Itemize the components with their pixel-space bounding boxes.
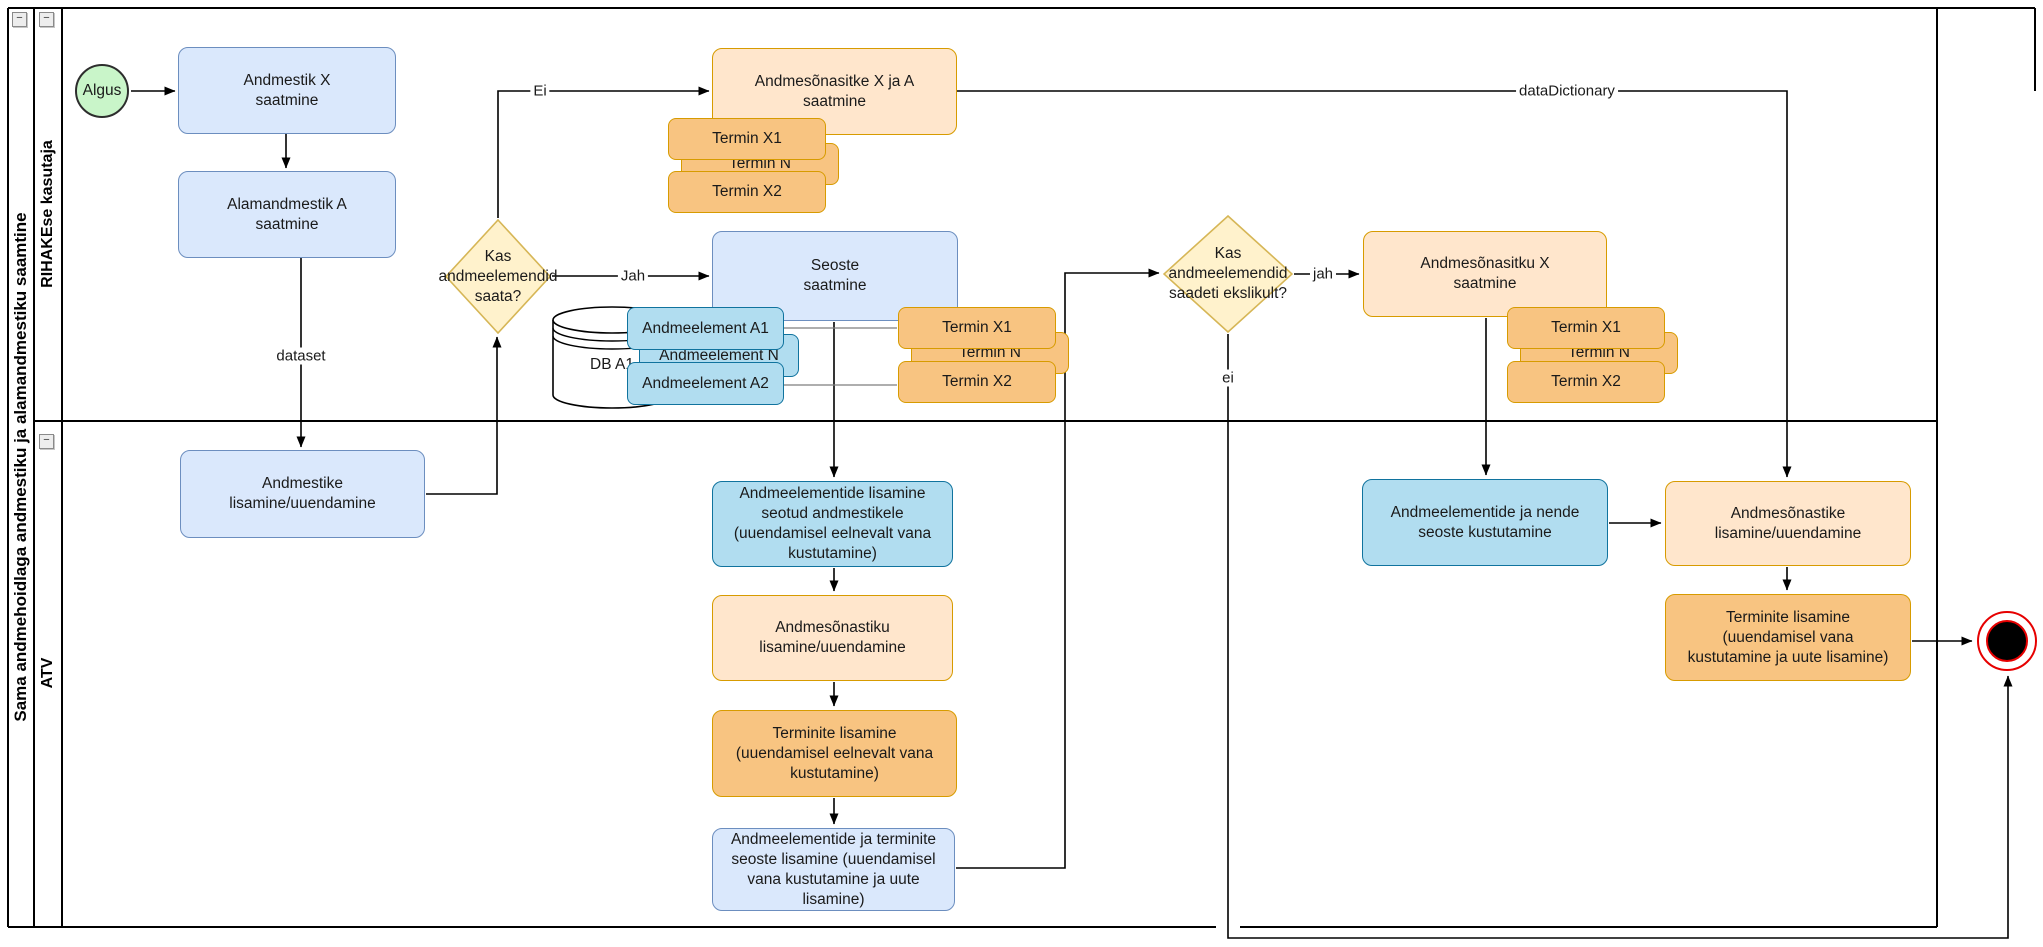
task-andmestike-lisamine-uuendamine-label: Andmestike lisamine/uuendamine [229,475,376,512]
chip-termin-x2-3-label: Termin X2 [1551,373,1621,390]
chip-termin-x1-2[interactable]: Termin X1 [898,307,1056,349]
decision-kas-andmeelemendid-saata-shape [445,219,551,334]
flow-datadictionary-label: dataDictionary [1516,82,1618,100]
task-andmesonasitke-x-ja-a-saatmine[interactable]: Andmesõnasitke X ja A saatmine [712,48,957,135]
task-seoste-saatmine[interactable]: Seoste saatmine [712,231,958,321]
start-event-label: Algus [82,82,122,99]
task-andmeelementide-ja-nende-seoste-kustutamine[interactable]: Andmeelementide ja nende seoste kustutam… [1362,479,1608,566]
chip-termin-x2-3[interactable]: Termin X2 [1507,361,1665,403]
flow-andmestike-to-decision1 [426,336,502,495]
chip-termin-x1-1[interactable]: Termin X1 [668,118,826,160]
task-andmesonastike-lisamine-uuendamine-label: Andmesõnastike lisamine/uuendamine [1714,504,1862,542]
chip-termin-x2-2-label: Termin X2 [942,373,1012,390]
task-andmestike-lisamine-uuendamine[interactable]: Andmestike lisamine/uuendamine [180,450,425,538]
task-andmesonastike-lisamine-uuendamine[interactable]: Andmesõnastike lisamine/uuendamine [1665,481,1911,566]
chip-termin-x2-1-label: Termin X2 [712,183,782,200]
chip-termin-x1-3-label: Termin X1 [1551,319,1621,336]
end-event-disc [1986,620,2028,662]
start-event[interactable]: Algus [75,64,129,118]
flow-decision1-ei-label: Ei [530,82,550,100]
lane-rihakese-collapse-icon[interactable]: − [39,12,54,27]
task-andmeelementide-lisamine-seotud-andmestikele[interactable]: Andmeelementide lisamine seotud andmesti… [712,481,953,567]
chip-andmeelement-a2[interactable]: Andmeelement A2 [627,362,784,405]
task-terminite-lisamine-eelnevalt-label: Terminite lisamine (uuendamisel eelneval… [735,724,934,782]
task-alamandmestik-a-saatmine-label: Alamandmestik A saatmine [227,195,347,233]
flow-datadictionary [957,90,1792,478]
task-seoste-saatmine-label: Seoste saatmine [803,257,867,294]
chip-termin-x1-2-label: Termin X1 [942,319,1012,336]
pool-title: Sama andmehoidlaga andmestiku ja alamand… [11,212,30,722]
task-andmeelementide-ja-terminite-seoste-lisamine[interactable]: Andmeelementide ja terminite seoste lisa… [712,828,955,911]
task-andmestik-x-saatmine-label: Andmestik X saatmine [243,71,331,109]
chip-termin-x1-3[interactable]: Termin X1 [1507,307,1665,349]
end-event[interactable] [1977,611,2037,671]
chip-termin-x1-1-label: Termin X1 [712,130,782,147]
flow-decision2-jah-label: jah [1309,265,1337,283]
task-andmeelementide-ja-nende-seoste-kustutamine-label: Andmeelementide ja nende seoste kustutam… [1390,503,1580,541]
task-andmesonasitku-x-saatmine[interactable]: Andmesõnasitku X saatmine [1363,231,1607,317]
flow-decision2-ei-label: ei [1219,369,1237,387]
task-terminite-lisamine-uute[interactable]: Terminite lisamine (uuendamisel vana kus… [1665,594,1911,681]
chip-termin-x2-1[interactable]: Termin X2 [668,171,826,213]
db-a1-label: DB A1 [590,356,634,374]
lane-label-rihakese-kasutaja: RIHAKEse kasutaja [39,140,56,288]
task-andmesonastiku-lisamine-uuendamine-label: Andmesõnastiku lisamine/uuendamine [759,619,906,656]
pool-collapse-icon[interactable]: − [12,12,27,27]
task-terminite-lisamine-eelnevalt[interactable]: Terminite lisamine (uuendamisel eelneval… [712,710,957,797]
lane-atv-collapse-icon[interactable]: − [39,434,54,449]
flow-decision2-ei [1227,334,2013,939]
task-andmesonastiku-lisamine-uuendamine[interactable]: Andmesõnastiku lisamine/uuendamine [712,595,953,681]
task-andmesonasitke-x-ja-a-saatmine-label: Andmesõnasitke X ja A saatmine [754,72,915,110]
flow-decision1-ei [497,86,710,218]
decision-kas-andmeelemendid-saata[interactable]: Kas andmeelemendid saata? [439,219,557,334]
lane-label-atv: ATV [39,657,56,689]
chip-andmeelement-n-label: Andmeelement N [659,346,779,364]
decision-kas-andmeelemendid-saata-label: Kas andmeelemendid saata? [438,247,558,305]
flow-alamandmestik-to-andmestike-label: dataset [273,347,329,365]
chip-andmeelement-a1-label: Andmeelement A1 [642,319,769,337]
chip-andmeelement-a2-label: Andmeelement A2 [642,374,769,392]
chip-andmeelement-a1[interactable]: Andmeelement A1 [627,307,784,350]
task-andmesonasitku-x-saatmine-label: Andmesõnasitku X saatmine [1420,255,1550,292]
task-andmeelementide-ja-terminite-seoste-lisamine-label: Andmeelementide ja terminite seoste lisa… [730,830,937,908]
flow-decision1-jah-label: Jah [617,267,649,285]
task-andmeelementide-lisamine-seotud-andmestikele-label: Andmeelementide lisamine seotud andmesti… [733,485,932,562]
task-andmestik-x-saatmine[interactable]: Andmestik X saatmine [178,47,396,134]
task-terminite-lisamine-uute-label: Terminite lisamine (uuendamisel vana kus… [1687,608,1889,666]
chip-termin-x2-2[interactable]: Termin X2 [898,361,1056,403]
flow-seoste-lisamine-to-decision2 [956,268,1160,869]
decision-kas-andmeelemendid-saadeti-ekslikult[interactable]: Kas andmeelemendid saadeti ekslikult? [1163,215,1293,333]
decision-kas-andmeelemendid-saadeti-ekslikult-label: Kas andmeelemendid saadeti ekslikult? [1168,245,1288,302]
task-alamandmestik-a-saatmine[interactable]: Alamandmestik A saatmine [178,171,396,258]
decision-kas-andmeelemendid-saadeti-ekslikult-shape [1163,215,1293,333]
